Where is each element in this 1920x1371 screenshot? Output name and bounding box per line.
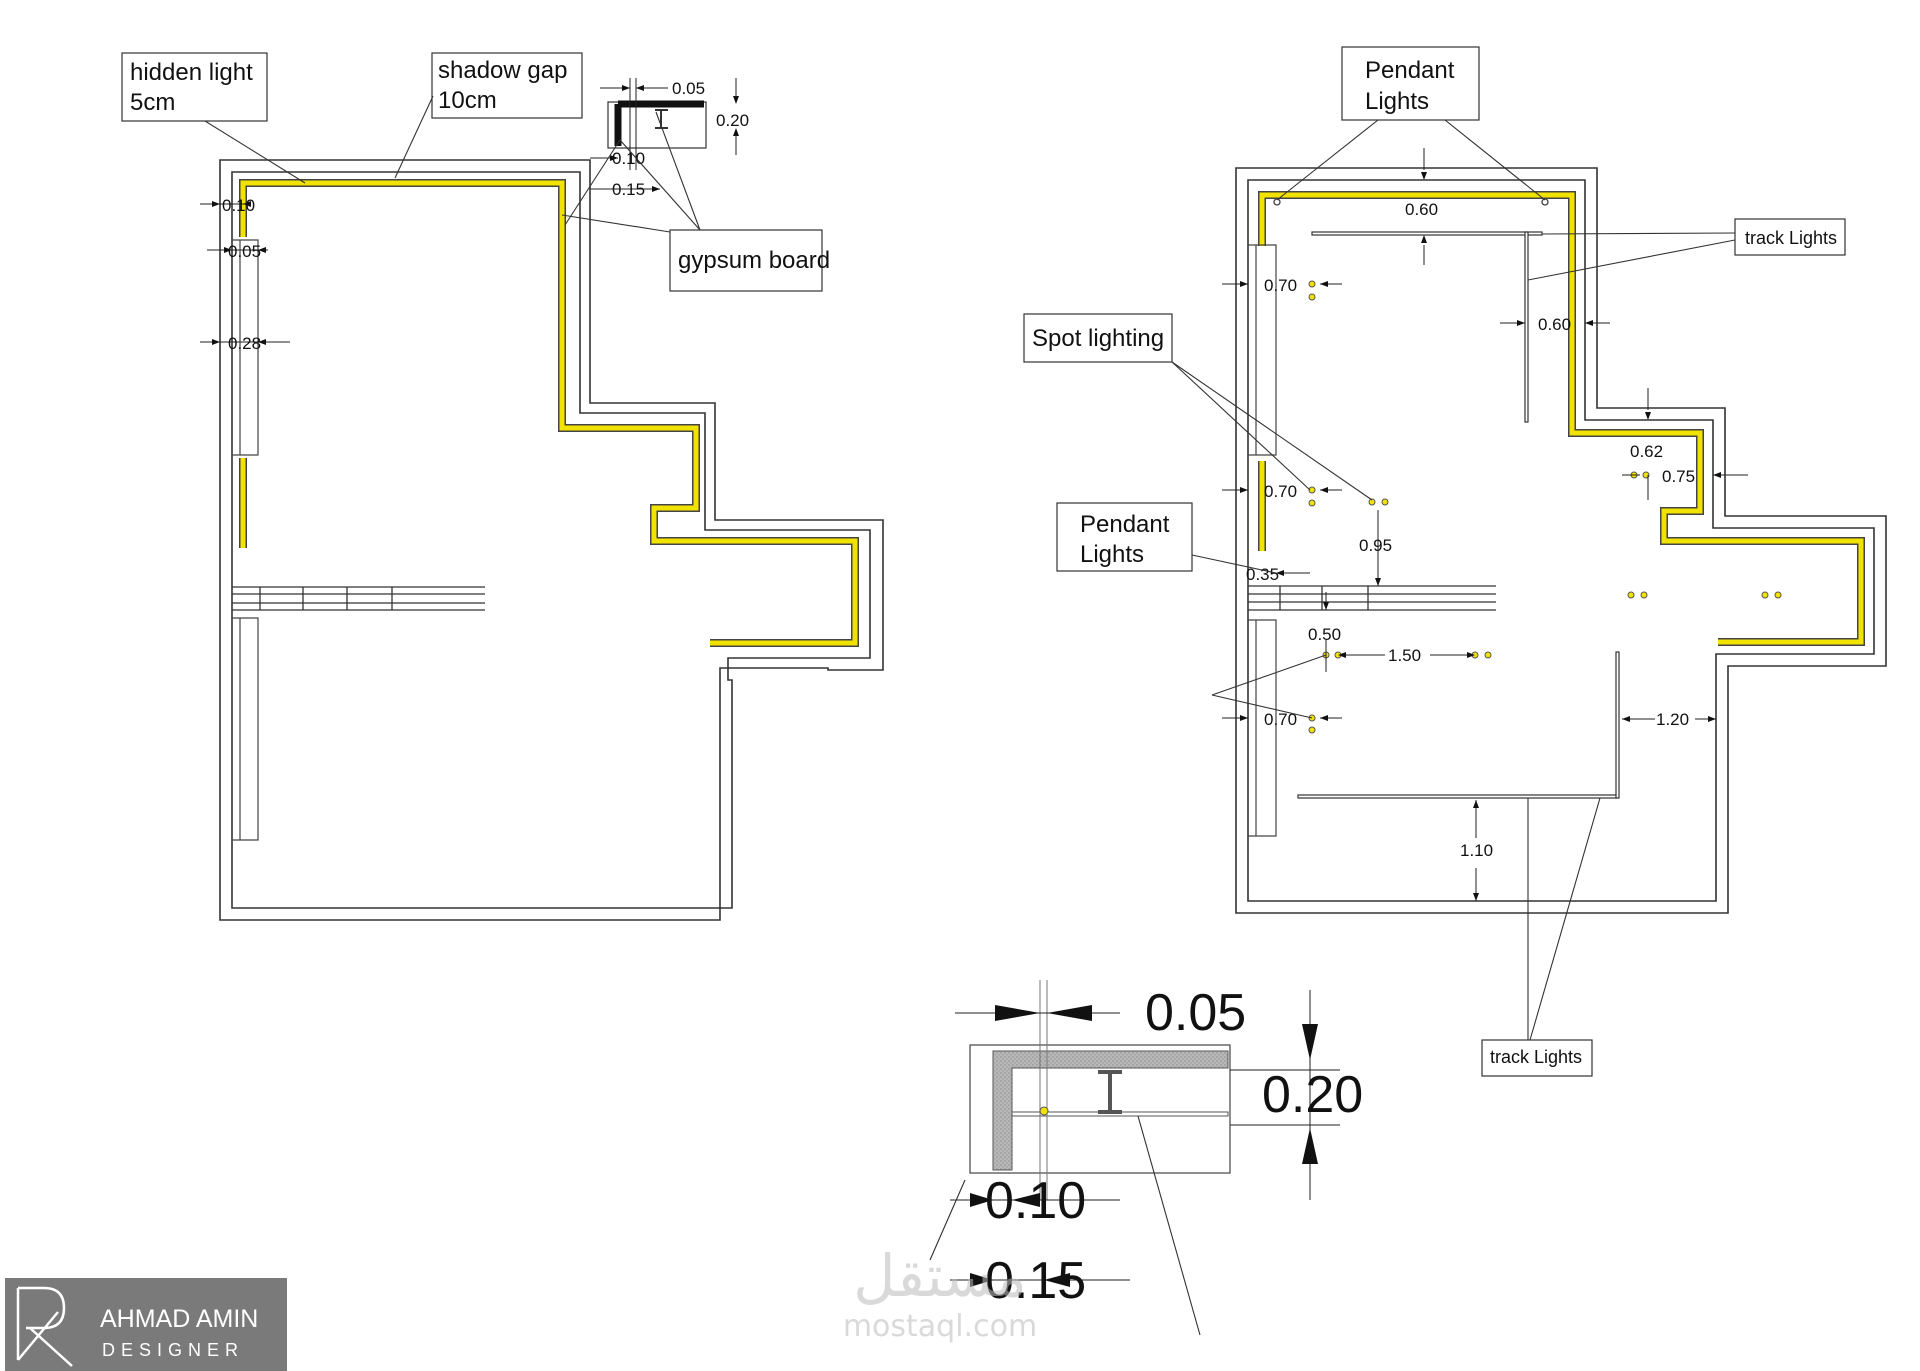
- right-hidden-light-dark: [1258, 191, 1865, 646]
- logo-name: AHMAD AMIN: [100, 1305, 258, 1333]
- left-dim-window: 0.28: [228, 334, 261, 353]
- track-lights: [1297, 231, 1620, 799]
- svg-text:5cm: 5cm: [130, 89, 175, 116]
- label-shadow-gap: shadow gap 10cm: [394, 52, 583, 179]
- mostaql-watermark: مستقل mostaql.com: [843, 1242, 1037, 1344]
- detail-dim-gap-a: 0.10: [985, 1172, 1086, 1230]
- svg-text:hidden light: hidden light: [130, 59, 253, 86]
- right-hidden-light-yellow: [1259, 192, 1864, 645]
- right-window-lower: [1248, 619, 1277, 837]
- svg-text:track Lights: track Lights: [1490, 1047, 1582, 1067]
- left-detail-dim-gap-b: 0.15: [612, 180, 645, 199]
- right-dim-spot-mid: 0.70: [1264, 482, 1297, 501]
- left-window-lower: [232, 617, 259, 841]
- pendant-light: [1541, 198, 1549, 206]
- right-plan: 0.60 0.60 0.70 0.62 0.75 0.70 0.95 0.35 …: [1023, 46, 1887, 1077]
- spot-lights: [1308, 280, 1782, 734]
- left-dim-top: 0.10: [222, 196, 255, 215]
- right-dim-spot-bottom: 0.70: [1264, 710, 1297, 729]
- label-pendant-top: Pendant Lights: [1276, 46, 1546, 201]
- spot-leader-left-b: [1211, 694, 1313, 719]
- ceiling-section-detail: 0.05 0.20 0.10 0.15: [929, 980, 1363, 1336]
- right-dim-track-side: 1.20: [1656, 710, 1689, 729]
- svg-text:shadow gap: shadow gap: [438, 57, 567, 84]
- svg-text:mostaql.com: mostaql.com: [843, 1309, 1037, 1344]
- left-hidden-light-yellow: [240, 180, 858, 646]
- label-hidden-light: hidden light 5cm: [121, 52, 306, 184]
- spot-leader-left: [1211, 654, 1327, 696]
- right-dim-spot-pair: 0.95: [1359, 536, 1392, 555]
- right-dim-track-offset: 0.60: [1538, 315, 1571, 334]
- right-plan-inner-wall: [1247, 179, 1875, 902]
- detail-dim-light-width: 0.05: [1145, 984, 1246, 1042]
- left-dim-mid: 0.05: [228, 242, 261, 261]
- label-spot-lighting: Spot lighting: [1023, 313, 1373, 501]
- logo-mark-icon: [16, 1286, 73, 1367]
- right-plan-outer-wall: [1235, 167, 1887, 914]
- right-dim-spot-step-b: 0.75: [1662, 467, 1695, 486]
- left-plan: 0.05 0.20 0.10 0.15 0.10 0.05 0.28 hidde…: [121, 52, 884, 921]
- left-plan-outer-wall: [219, 159, 884, 921]
- logo-role: DESIGNER: [102, 1340, 244, 1360]
- svg-text:10cm: 10cm: [438, 87, 497, 114]
- svg-text:Spot lighting: Spot lighting: [1032, 325, 1164, 352]
- right-dim-spot-spacing: 1.50: [1388, 646, 1421, 665]
- left-detail-dim-height: 0.20: [716, 111, 749, 130]
- designer-logo: AHMAD AMIN DESIGNER: [5, 1278, 287, 1371]
- right-dim-spot-lower: 0.50: [1308, 625, 1341, 644]
- svg-text:Lights: Lights: [1365, 88, 1429, 115]
- svg-text:Lights: Lights: [1080, 541, 1144, 568]
- detail-dim-height: 0.20: [1262, 1066, 1363, 1124]
- right-dim-stair: 0.35: [1246, 565, 1279, 584]
- right-dim-pendant-offset: 0.60: [1405, 200, 1438, 219]
- detail-dim-gap-b: 0.15: [985, 1252, 1086, 1310]
- svg-text:Pendant: Pendant: [1365, 57, 1455, 84]
- pendant-light: [1273, 198, 1281, 206]
- right-dim-track-bottom: 1.10: [1460, 841, 1493, 860]
- label-track-top: track Lights: [1527, 218, 1846, 281]
- svg-text:gypsum board: gypsum board: [678, 247, 830, 274]
- left-plan-inner-wall: [231, 171, 871, 909]
- label-gypsum-board: gypsum board: [561, 111, 830, 292]
- right-staircase: [1248, 585, 1496, 611]
- label-track-bottom: track Lights: [1481, 797, 1601, 1077]
- right-dim-spot-upper: 0.70: [1264, 276, 1297, 295]
- left-detail-dim-gap-a: 0.10: [612, 149, 645, 168]
- right-dim-spot-step-a: 0.62: [1630, 442, 1663, 461]
- right-plan-dimension-lines: [1222, 148, 1748, 901]
- svg-text:track Lights: track Lights: [1745, 228, 1837, 248]
- left-detail-dim-width: 0.05: [672, 79, 705, 98]
- left-window-upper: [232, 239, 259, 456]
- svg-text:Pendant: Pendant: [1080, 511, 1170, 538]
- left-staircase: [232, 586, 485, 611]
- label-pendant-left: Pendant Lights: [1056, 502, 1277, 574]
- svg-text:مستقل: مستقل: [853, 1242, 1027, 1310]
- left-plan-dimension-lines: [200, 201, 290, 345]
- left-mini-detail: [590, 78, 739, 192]
